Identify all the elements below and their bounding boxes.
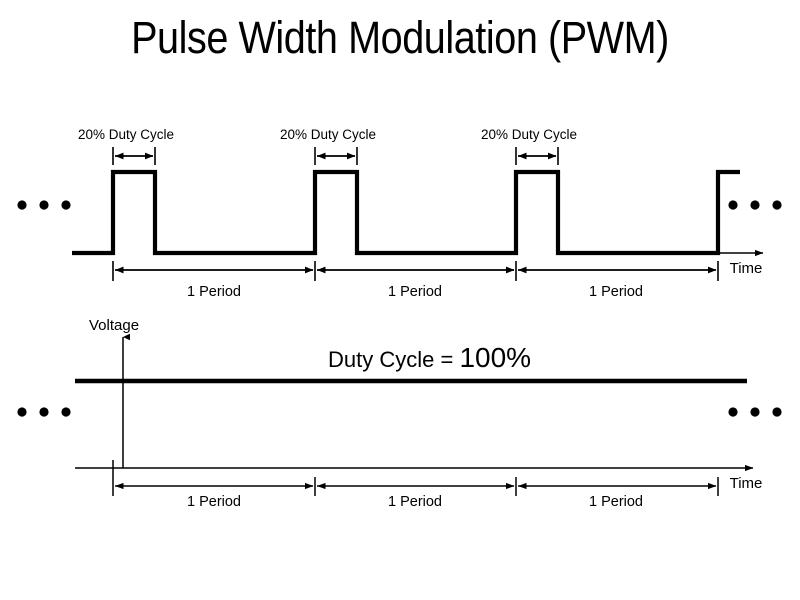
bottom-chart-group: Voltage Duty Cycle = 100% Time: [17, 317, 782, 510]
bottom-period-callout-3: 1 Period: [518, 482, 717, 510]
top-right-ellipsis: [728, 200, 782, 210]
bottom-period-callout-2: 1 Period: [317, 482, 515, 510]
duty-cycle-callout-2: 20% Duty Cycle: [280, 127, 376, 165]
duty-cycle-label-3: 20% Duty Cycle: [481, 127, 577, 142]
top-time-axis-label: Time: [730, 260, 763, 277]
bottom-period-label-2: 1 Period: [388, 494, 442, 510]
voltage-axis-label: Voltage: [89, 317, 139, 334]
bottom-right-ellipsis: [728, 407, 782, 417]
top-left-ellipsis: [17, 200, 71, 210]
period-label-1: 1 Period: [187, 284, 241, 300]
duty-cycle-label-1: 20% Duty Cycle: [78, 127, 174, 142]
page-title: Pulse Width Modulation (PWM): [131, 12, 669, 63]
bottom-left-ellipsis: [17, 407, 71, 417]
pwm-20-waveform: [72, 169, 740, 256]
duty-cycle-100-value: 100%: [459, 342, 531, 373]
duty-cycle-100-heading: Duty Cycle = 100%: [328, 342, 531, 373]
bottom-period-ticks: [112, 460, 719, 496]
period-callout-2: 1 Period: [317, 266, 515, 300]
duty-cycle-callout-1: 20% Duty Cycle: [78, 127, 174, 165]
period-callout-3: 1 Period: [518, 266, 717, 300]
period-callout-1: 1 Period: [115, 266, 314, 300]
bottom-period-label-3: 1 Period: [589, 494, 643, 510]
top-period-ticks: [112, 261, 719, 281]
bottom-period-label-1: 1 Period: [187, 494, 241, 510]
duty-cycle-100-prefix: Duty Cycle =: [328, 347, 459, 372]
duty-cycle-callout-3: 20% Duty Cycle: [481, 127, 577, 165]
period-label-3: 1 Period: [589, 284, 643, 300]
top-chart-group: Time 20% Duty Cycle 20% Duty Cycle 20% D…: [17, 127, 782, 300]
duty-cycle-label-2: 20% Duty Cycle: [280, 127, 376, 142]
bottom-time-axis-label: Time: [730, 475, 763, 492]
period-label-2: 1 Period: [388, 284, 442, 300]
bottom-period-callout-1: 1 Period: [115, 482, 314, 510]
